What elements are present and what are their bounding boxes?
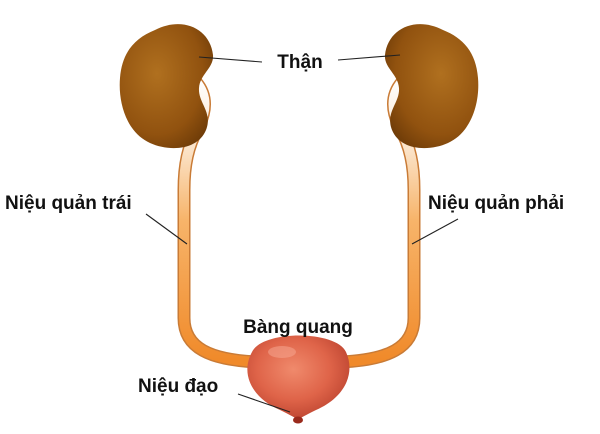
kidney-leader-left bbox=[198, 56, 263, 63]
left-ureter-label: Niệu quản trái bbox=[5, 193, 132, 214]
left-ureter-leader bbox=[145, 213, 188, 245]
left-kidney bbox=[119, 24, 214, 149]
bladder bbox=[247, 335, 350, 424]
right-kidney bbox=[384, 24, 479, 149]
right-ureter-leader bbox=[411, 218, 459, 245]
bladder-label: Bàng quang bbox=[243, 317, 353, 338]
urethra-leader bbox=[237, 393, 291, 413]
kidney-label: Thận bbox=[277, 52, 322, 73]
kidney-leader-right bbox=[337, 54, 401, 61]
urethra-label: Niệu đạo bbox=[138, 376, 218, 397]
right-ureter-label: Niệu quản phải bbox=[428, 193, 564, 214]
